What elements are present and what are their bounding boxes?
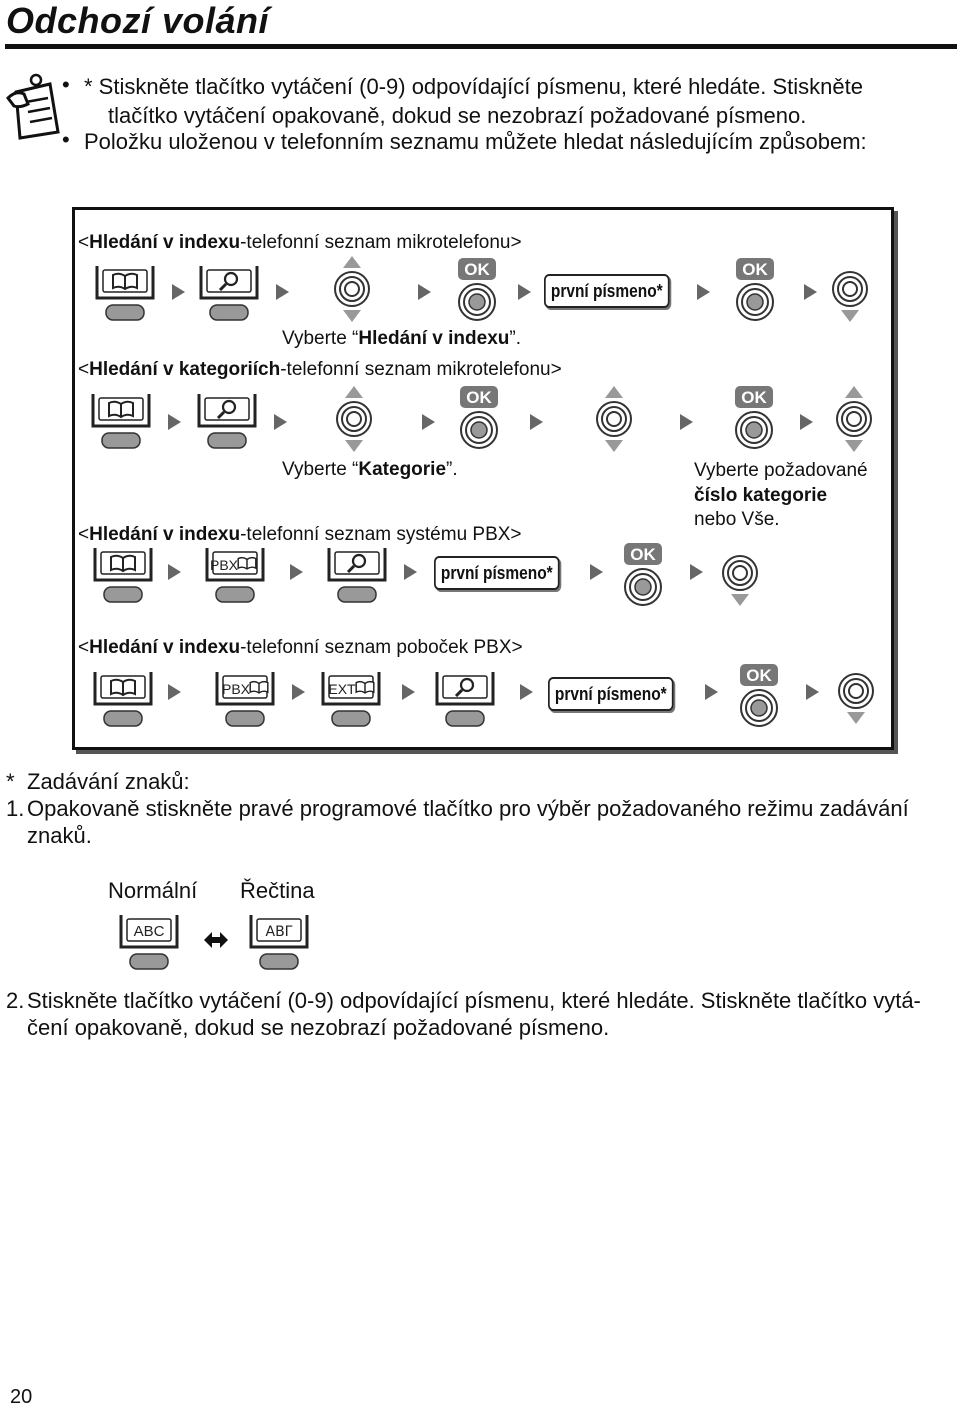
arrow-right-icon xyxy=(172,284,185,300)
seq2-heading: <Hledání v kategoriích-telefonní seznam … xyxy=(78,359,562,380)
book-softkey[interactable] xyxy=(94,264,156,322)
arrow-right-icon xyxy=(168,564,181,580)
navigator-down-icon[interactable] xyxy=(832,254,868,324)
seq3-heading: <Hledání v indexu-telefonní seznam systé… xyxy=(78,524,522,545)
seq2-caption-select-category: Vyberte požadované číslo kategorie nebo … xyxy=(694,460,868,530)
first-letter-key[interactable]: první písmeno* xyxy=(548,677,674,711)
svg-text:ABC: ABC xyxy=(134,923,165,940)
arrow-right-icon xyxy=(402,684,415,700)
navigator-key-icon[interactable] xyxy=(336,384,372,454)
arrow-right-icon xyxy=(804,284,817,300)
first-letter-key[interactable]: první písmeno* xyxy=(434,556,560,590)
note-bullet-1-line1: * Stiskněte tlačítko vytáčení (0-9) odpo… xyxy=(84,74,863,99)
arrow-right-icon xyxy=(690,564,703,580)
step1-line2: znaků. xyxy=(27,823,92,848)
arrow-right-icon xyxy=(404,564,417,580)
step2-line2: čení opakovaně, dokud se nezobrazí požad… xyxy=(27,1015,610,1040)
arrow-right-icon xyxy=(518,284,531,300)
svg-text:ΑΒΓ: ΑΒΓ xyxy=(266,924,293,940)
seq4-heading: <Hledání v indexu-telefonní seznam poboč… xyxy=(78,637,523,658)
page-number: 20 xyxy=(10,1386,33,1408)
ok-key-icon[interactable] xyxy=(727,384,781,450)
book-softkey[interactable] xyxy=(92,670,154,728)
arrow-right-icon xyxy=(590,564,603,580)
footnote-star: * xyxy=(6,769,15,794)
ok-key-icon[interactable] xyxy=(728,256,782,322)
arrow-right-icon xyxy=(292,684,305,700)
navigator-key-icon[interactable] xyxy=(836,384,872,454)
toggle-arrows-icon xyxy=(202,928,230,957)
arrow-right-icon xyxy=(680,414,693,430)
abc-mode-softkey[interactable]: ABC xyxy=(118,913,180,971)
arrow-right-icon xyxy=(697,284,710,300)
navigator-down-icon[interactable] xyxy=(838,656,874,726)
footnote-heading: Zadávání znaků: xyxy=(27,769,190,794)
note-hand-icon xyxy=(6,72,64,147)
note-bullet-1-line2: tlačítko vytáčení opakovaně, dokud se ne… xyxy=(108,103,807,128)
note-bullet-2: Položku uloženou v telefonním seznamu mů… xyxy=(84,129,867,154)
book-softkey[interactable] xyxy=(90,392,152,450)
title-rule xyxy=(5,44,957,49)
step1-line1: Opakovaně stiskněte pravé programové tla… xyxy=(27,796,909,821)
navigator-key-icon[interactable] xyxy=(596,384,632,454)
first-letter-key[interactable]: první písmeno* xyxy=(544,274,670,308)
ok-key-icon[interactable] xyxy=(452,384,506,450)
arrow-right-icon xyxy=(806,684,819,700)
search-softkey[interactable] xyxy=(196,392,258,450)
mode-label-normal: Normální xyxy=(108,878,198,903)
arrow-right-icon xyxy=(290,564,303,580)
ok-key-icon[interactable] xyxy=(732,662,786,728)
bullet-dot: • xyxy=(62,127,70,152)
arrow-right-icon xyxy=(520,684,533,700)
arrow-right-icon xyxy=(418,284,431,300)
mode-label-greek: Řečtina xyxy=(240,878,315,903)
step2-number: 2. xyxy=(6,988,25,1013)
book-softkey[interactable] xyxy=(92,546,154,604)
navigator-down-icon[interactable] xyxy=(722,538,758,608)
svg-text:EXT: EXT xyxy=(328,681,356,697)
step2-line1: Stiskněte tlačítko vytáčení (0-9) odpoví… xyxy=(27,988,921,1013)
bullet-dot: • xyxy=(62,72,70,97)
arrow-right-icon xyxy=(705,684,718,700)
arrow-right-icon xyxy=(530,414,543,430)
arrow-right-icon xyxy=(274,414,287,430)
search-softkey[interactable] xyxy=(326,546,388,604)
arrow-right-icon xyxy=(168,684,181,700)
arrow-right-icon xyxy=(168,414,181,430)
svg-text:PBX: PBX xyxy=(210,557,239,573)
pbx-book-softkey[interactable]: PBX xyxy=(204,546,266,604)
seq1-caption: Vyberte “Hledání v indexu”. xyxy=(282,328,521,349)
arrow-right-icon xyxy=(800,414,813,430)
ok-key-icon[interactable] xyxy=(616,541,670,607)
page-title: Odchozí volání xyxy=(6,0,270,41)
search-softkey[interactable] xyxy=(198,264,260,322)
seq2-caption-category: Vyberte “Kategorie”. xyxy=(282,459,458,480)
seq1-heading: <Hledání v indexu-telefonní seznam mikro… xyxy=(78,232,522,253)
greek-mode-softkey[interactable]: ΑΒΓ xyxy=(248,913,310,971)
ok-key-icon[interactable] xyxy=(450,256,504,322)
svg-text:PBX: PBX xyxy=(222,681,251,697)
navigator-key-icon[interactable] xyxy=(334,254,370,324)
arrow-right-icon xyxy=(276,284,289,300)
ext-book-softkey[interactable]: EXT xyxy=(320,670,382,728)
search-softkey[interactable] xyxy=(434,670,496,728)
pbx-book-softkey[interactable]: PBX xyxy=(214,670,276,728)
step1-number: 1. xyxy=(6,796,25,821)
arrow-right-icon xyxy=(422,414,435,430)
